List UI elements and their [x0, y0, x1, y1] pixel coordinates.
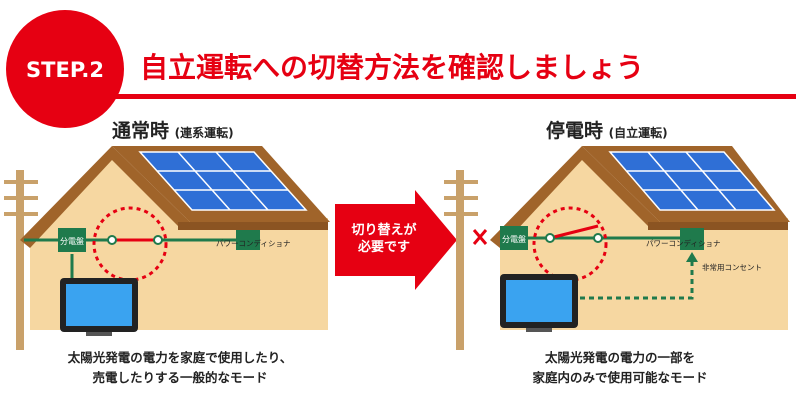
right-scene-title: 停電時 (自立運転) [546, 116, 668, 143]
switch-arrow-icon [335, 190, 457, 290]
right-inverter-label: パワーコンディショナ [646, 238, 720, 248]
disconnect-x-icon [472, 229, 488, 245]
arrow-line-2: 必要です [357, 240, 410, 255]
right-caption-line-2: 家庭内のみで使用可能なモード [532, 370, 708, 385]
right-scene-title-main: 停電時 [546, 120, 604, 142]
right-caption: 太陽光発電の電力の一部を 家庭内のみで使用可能なモード [470, 348, 770, 388]
distribution-panel-icon: 分電盤 [58, 228, 86, 252]
distribution-panel-icon: 分電盤 [500, 226, 528, 250]
step-label: STEP.2 [26, 58, 104, 82]
tv-icon [500, 274, 578, 332]
left-inverter-label: パワーコンディショナ [216, 238, 290, 248]
solar-panel-icon [138, 151, 308, 211]
left-scene-title-sub: (連系運転) [174, 126, 234, 140]
left-caption-line-2: 売電したりする一般的なモード [92, 370, 268, 385]
left-panel-label: 分電盤 [60, 236, 84, 246]
arrow-line-1: 切り替えが [351, 223, 417, 238]
right-panel-label: 分電盤 [502, 234, 526, 244]
utility-pole-icon [4, 170, 38, 350]
left-house-illustration: 分電盤 パワーコンディショナ [4, 146, 330, 350]
solar-panel-icon [608, 151, 776, 211]
utility-pole-icon [444, 170, 478, 350]
inverter-icon [236, 230, 260, 250]
emergency-outlet-label: 非常用コンセント [702, 262, 762, 272]
right-scene-title-sub: (自立運転) [608, 126, 668, 140]
left-caption: 太陽光発電の電力を家庭で使用したり、 売電したりする一般的なモード [30, 348, 330, 388]
tv-icon [60, 278, 138, 336]
right-house-illustration: 分電盤 パワーコンディショナ 非常用コンセント [444, 146, 790, 350]
emergency-outlet-line [580, 256, 694, 300]
left-caption-line-1: 太陽光発電の電力を家庭で使用したり、 [67, 350, 293, 365]
left-scene-title: 通常時 (連系運転) [112, 116, 234, 143]
left-scene-title-main: 通常時 [112, 120, 170, 142]
page-title: 自立運転への切替方法を確認しましょう [140, 51, 645, 84]
right-caption-line-1: 太陽光発電の電力の一部を [544, 350, 695, 365]
switch-arrow-text: 切り替えが 必要です [340, 222, 428, 256]
inverter-icon [680, 228, 704, 250]
header-divider [112, 94, 796, 99]
step-badge: STEP.2 [6, 10, 124, 128]
